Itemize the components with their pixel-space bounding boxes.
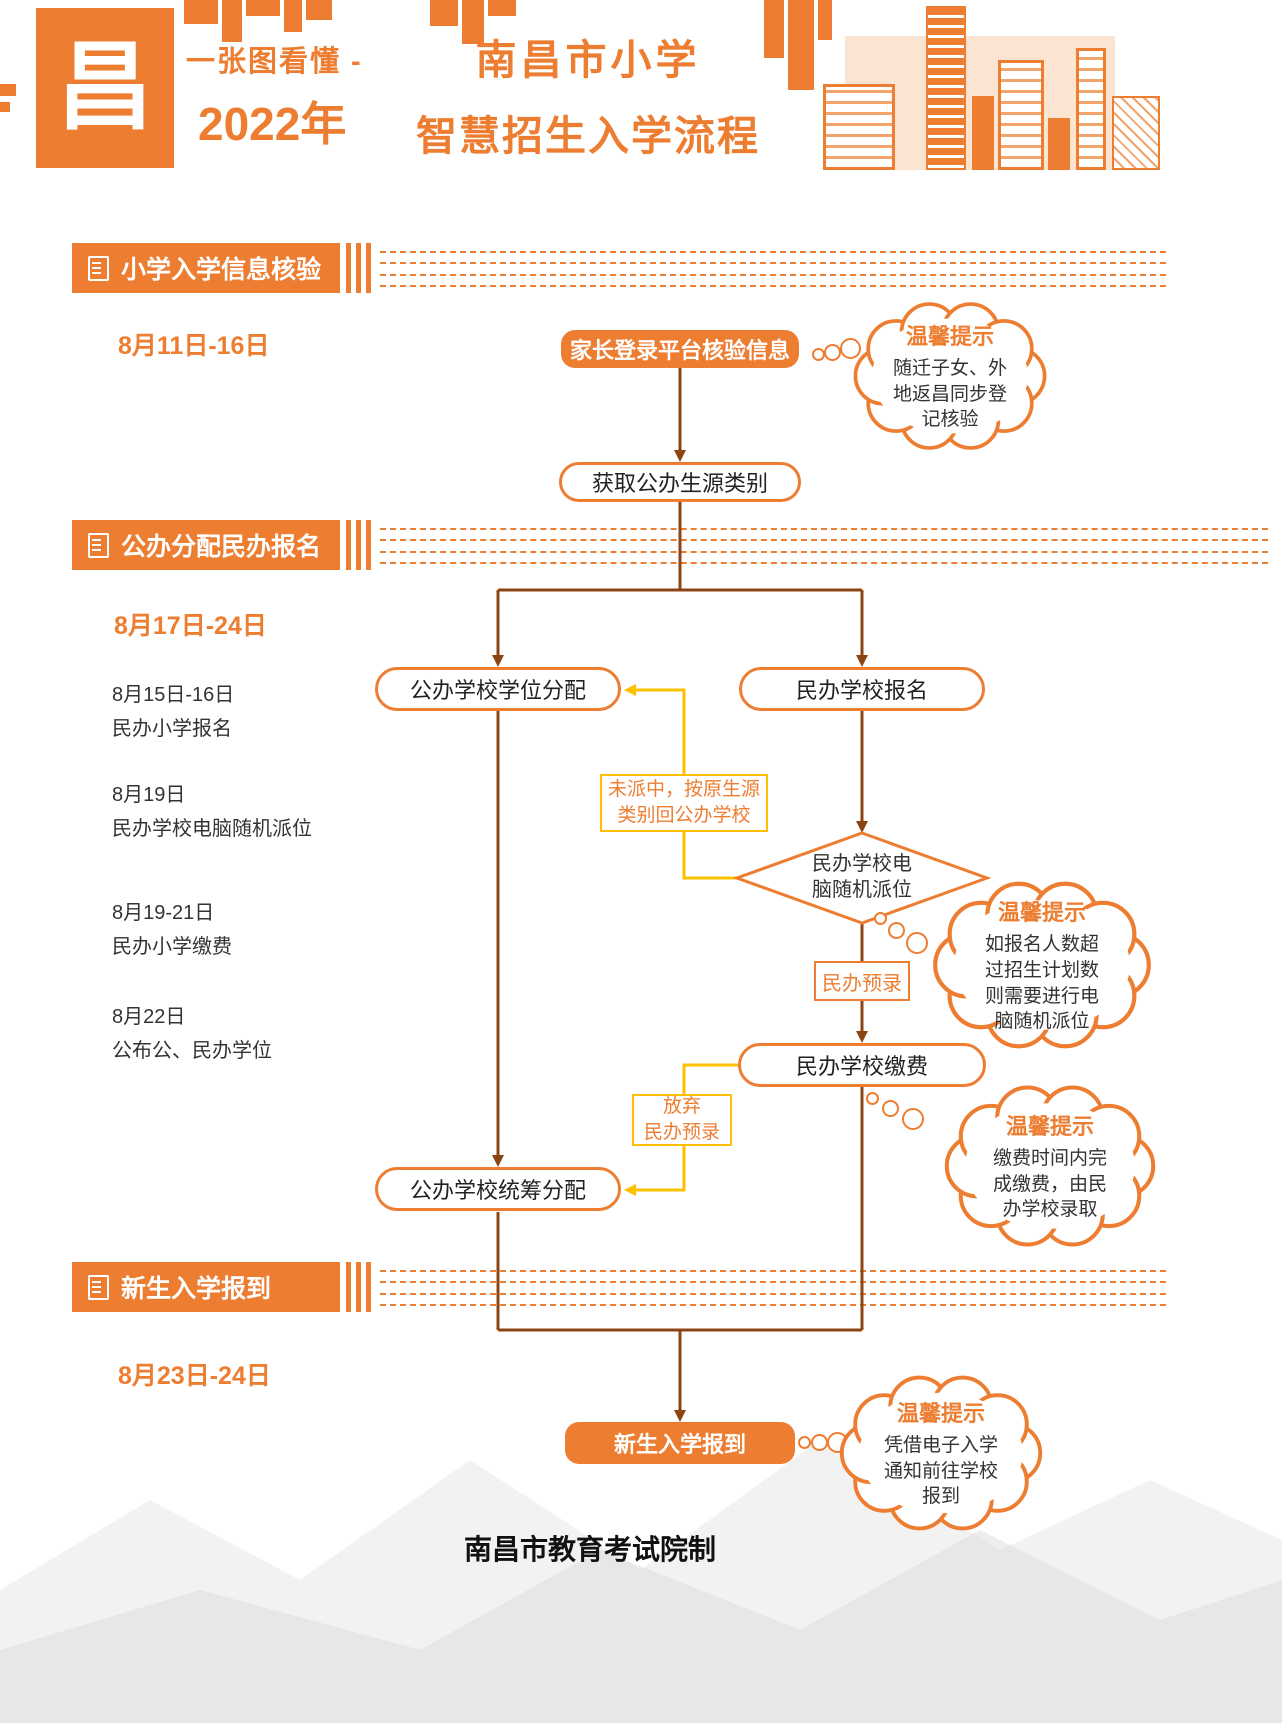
timeline-date: 8月19日 [112,784,186,806]
node-private-payment: 民办学校缴费 [738,1043,986,1087]
logo: 昌 [36,8,174,168]
footer-credit: 南昌市教育考试院制 [463,1534,716,1565]
tip-tail-circle [902,1108,924,1130]
header-year: 2022年 [198,98,347,150]
skyline-block [0,84,16,96]
tip-tail-circle [906,932,928,954]
node-private-preadmission: 民办预录 [814,961,910,1001]
tip-tail-circle [874,912,887,925]
skyline-tower [926,6,966,170]
timeline-label: 民办小学缴费 [112,936,232,958]
tip-bubble-payment: 温馨提示 缴费时间内完 成缴费，由民 办学校录取 [936,1080,1164,1252]
tip-bubble-report: 温馨提示 凭借电子入学 通知前往学校 报到 [834,1370,1048,1536]
tip-content: 温馨提示 缴费时间内完 成缴费，由民 办学校录取 [936,1080,1164,1252]
timeline-label: 公布公、民办学位 [112,1040,272,1062]
node-newstudent-report: 新生入学报到 [565,1422,795,1464]
skyline-block [0,102,10,112]
poster-title-line1: 南昌市小学 [475,37,701,83]
banner-stripes [346,243,372,293]
node-private-registration: 民办学校报名 [739,667,985,711]
skyline-building [246,0,280,16]
node-public-seat-allocation: 公办学校学位分配 [375,667,621,711]
tip-body: 缴费时间内完 成缴费，由民 办学校录取 [992,1148,1107,1221]
timeline-date: 8月22日 [112,1006,186,1028]
skyline-building [284,0,302,32]
timeline-label: 民办学校电脑随机派位 [112,818,312,840]
section-title: 新生入学报到 [121,1275,272,1303]
timeline-label: 民办小学报名 [112,718,232,740]
timeline-date: 8月19-21日 [112,902,215,924]
skyline-building [462,0,484,44]
logo-glyph: 昌 [57,34,153,141]
skyline-building [222,0,242,42]
tip-body: 凭借电子入学 通知前往学校 报到 [883,1435,998,1508]
dashed-rule-2 [380,520,1268,570]
tip-title: 温馨提示 [896,1401,985,1427]
section-date: 8月23日-24日 [118,1362,271,1390]
edge-label-not-picked: 未派中，按原生源 类别回公办学校 [600,774,768,832]
section-date: 8月11日-16日 [118,332,270,360]
skyline-building [306,0,332,20]
skyline-building [788,0,814,90]
header-tagline: 一张图看懂 - [186,46,363,78]
tip-title: 温馨提示 [905,324,994,350]
tip-tail-circle [866,1092,879,1105]
dash-line [380,1270,1166,1283]
dash-line [380,551,1268,564]
tip-tail-circle [840,338,861,359]
tip-content: 温馨提示 如报名人数超 过招生计划数 则需要进行电 脑随机派位 [924,876,1160,1054]
skyline-building [1048,118,1070,170]
document-icon [88,532,109,558]
skyline-pagoda [1076,48,1106,170]
tip-title: 温馨提示 [1005,1114,1094,1140]
dashed-rule-1 [380,243,1166,293]
banner-stripes [346,520,372,570]
node-random-lottery: 民办学校电 脑随机派位 [812,853,912,901]
section-title: 公办分配民办报名 [121,533,322,561]
skyline-building [184,0,218,24]
document-icon [88,1274,109,1300]
mountain-backdrop [0,1440,1282,1723]
poster-title-line2: 智慧招生入学流程 [416,113,760,159]
tip-tail-circle [888,922,905,939]
tip-tail-circle [811,1434,828,1451]
tip-content: 温馨提示 随迁子女、外 地返昌同步登 记核验 [848,294,1052,458]
tip-tail-circle [882,1100,899,1117]
section-banner-enrollment: 新生入学报到 [72,1262,340,1312]
dash-line [380,528,1268,541]
skyline-building [818,0,832,40]
section-banner-allocation: 公办分配民办报名 [72,520,340,570]
skyline-building [972,96,994,170]
tip-tail-circle [812,348,825,361]
skyline-building-windows [998,60,1044,170]
tip-bubble-verify: 温馨提示 随迁子女、外 地返昌同步登 记核验 [848,294,1052,458]
poster-title: 南昌市小学 智慧招生入学流程 [392,26,784,162]
dash-line [380,251,1166,264]
section-date: 8月17日-24日 [114,612,267,640]
skyline-landmark [1112,96,1160,170]
node-get-source-category: 获取公办生源类别 [559,462,801,502]
timeline-date: 8月15日-16日 [112,684,235,706]
section-banner-info-check: 小学入学信息核验 [72,243,340,293]
document-icon [88,255,109,281]
section-title: 小学入学信息核验 [121,256,322,284]
dashed-rule-3 [380,1262,1166,1312]
tip-content: 温馨提示 凭借电子入学 通知前往学校 报到 [834,1370,1048,1536]
banner-stripes [346,1262,372,1312]
skyline-building [764,0,784,58]
dash-line [380,1293,1166,1306]
tip-body: 如报名人数超 过招生计划数 则需要进行电 脑随机派位 [984,934,1099,1033]
tip-title: 温馨提示 [997,900,1086,926]
tip-body: 随迁子女、外 地返昌同步登 记核验 [892,358,1007,431]
dash-line [380,274,1166,287]
tip-tail-circle [824,344,841,361]
node-public-overall-allocation: 公办学校统筹分配 [375,1167,621,1211]
tip-tail-circle [798,1436,811,1449]
tip-bubble-lottery: 温馨提示 如报名人数超 过招生计划数 则需要进行电 脑随机派位 [924,876,1160,1054]
edge-label-giveup: 放弃 民办预录 [632,1094,732,1146]
skyline-building [488,0,516,16]
node-parent-verify: 家长登录平台核验信息 [561,330,799,368]
skyline-building-windows [823,84,895,170]
skyline-building [430,0,458,26]
